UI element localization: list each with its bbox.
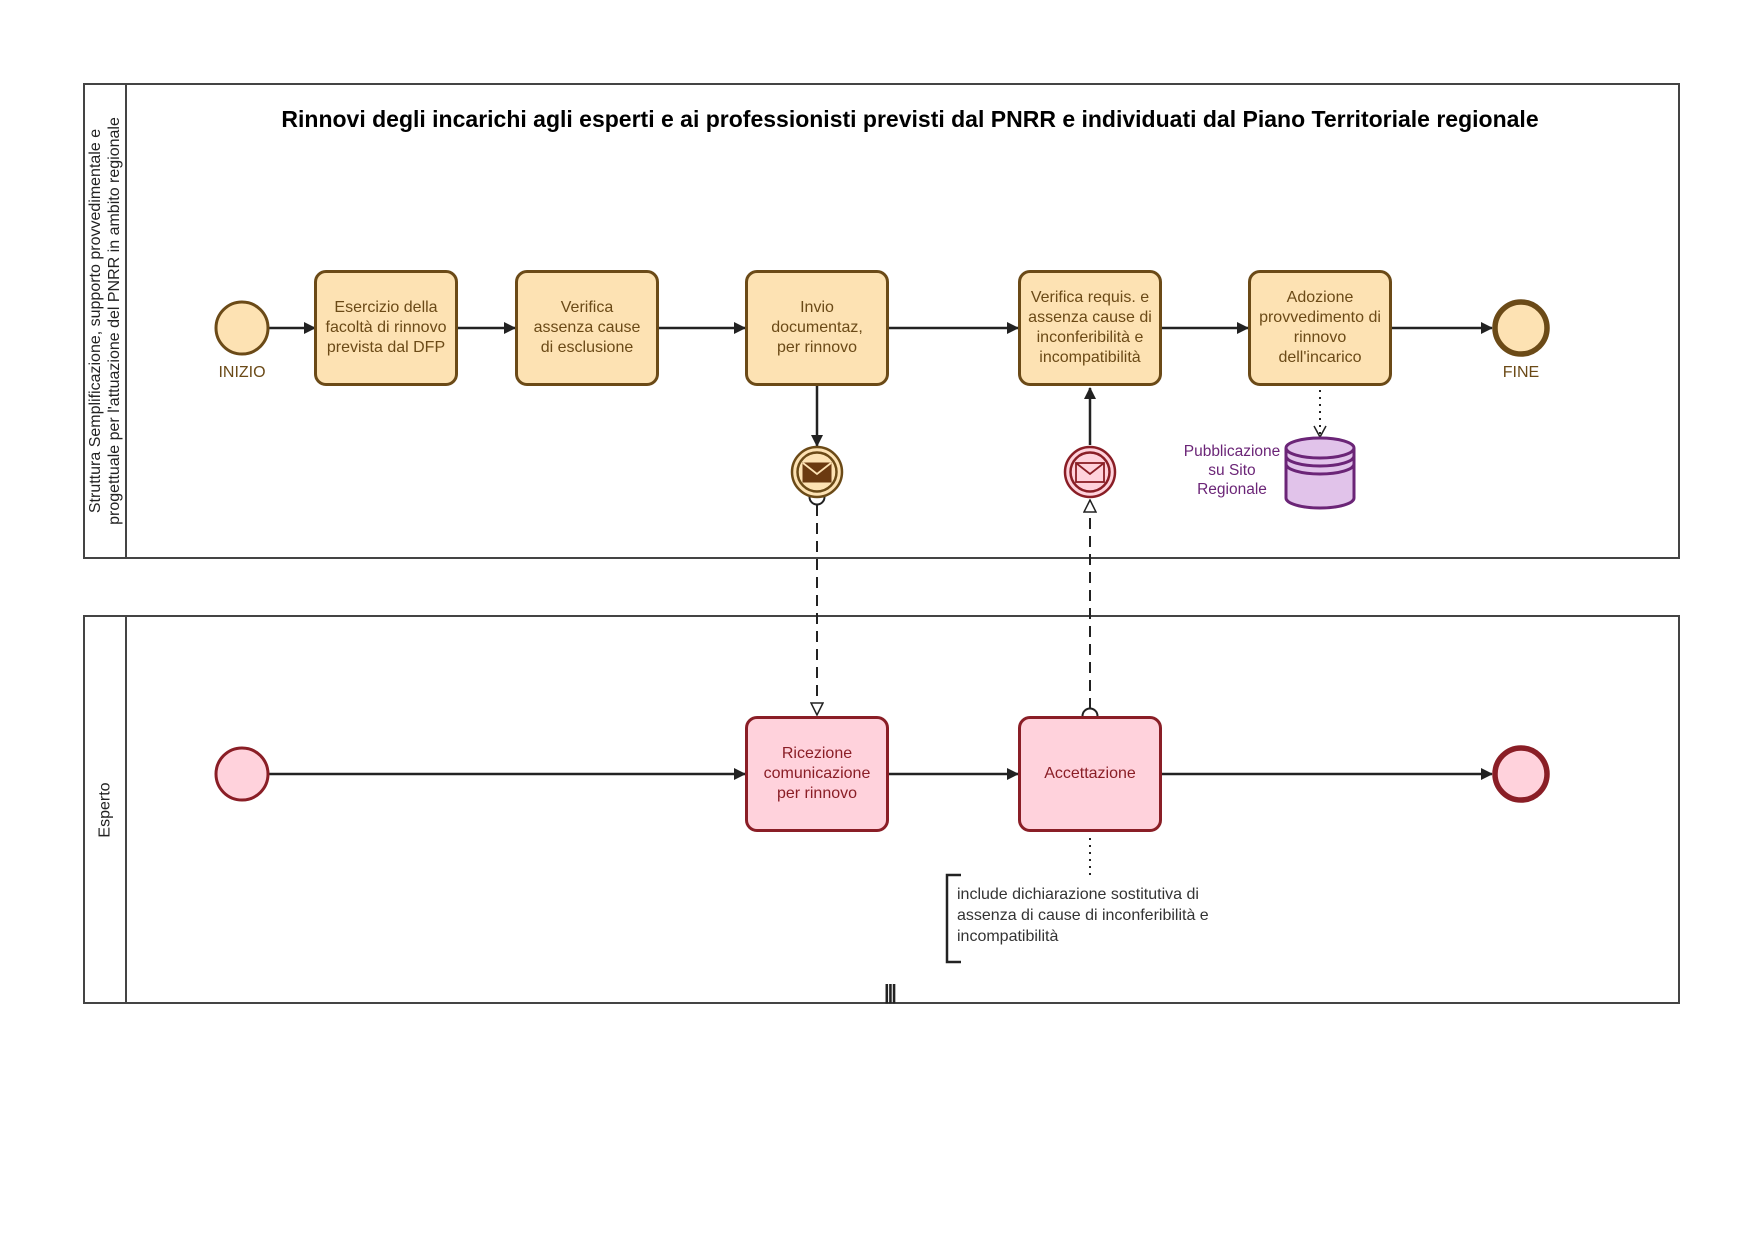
task-ricezione-comunicazione: Ricezione comunicazione per rinnovo xyxy=(745,716,889,832)
task-adozione-provvedimento: Adozione provvedimento di rinnovo dell'i… xyxy=(1248,270,1392,386)
esperto-end-event xyxy=(1492,745,1550,803)
data-store-label: Pubblicazione su Sito Regionale xyxy=(1183,443,1281,498)
text-annotation: include dichiarazione sostitutiva di ass… xyxy=(957,886,1209,945)
start-event xyxy=(214,300,270,356)
multi-instance-marker: ||| xyxy=(884,982,897,1004)
pool-esperto-header: Esperto xyxy=(85,617,127,1002)
annotation-bracket xyxy=(945,873,961,964)
task-accettazione: Accettazione xyxy=(1018,716,1162,832)
pool-struttura-header: Struttura Semplificazione, supporto prov… xyxy=(85,85,127,557)
task-verifica-requisiti: Verifica requis. e assenza cause di inco… xyxy=(1018,270,1162,386)
task-invio-documentazione: Invio documentaz, per rinnovo xyxy=(745,270,889,386)
esperto-start-event xyxy=(214,746,270,802)
diagram-title: Rinnovi degli incarichi agli esperti e a… xyxy=(281,106,1539,132)
end-event-label: FINE xyxy=(1502,364,1540,381)
start-event-label: INIZIO xyxy=(218,364,266,381)
end-event xyxy=(1492,299,1550,357)
message-send-event xyxy=(790,445,844,499)
message-receive-event xyxy=(1063,445,1117,499)
task-esercizio-facolta: Esercizio della facoltà di rinnovo previ… xyxy=(314,270,458,386)
data-store-icon xyxy=(1284,436,1356,510)
task-verifica-esclusione: Verifica assenza cause di esclusione xyxy=(515,270,659,386)
